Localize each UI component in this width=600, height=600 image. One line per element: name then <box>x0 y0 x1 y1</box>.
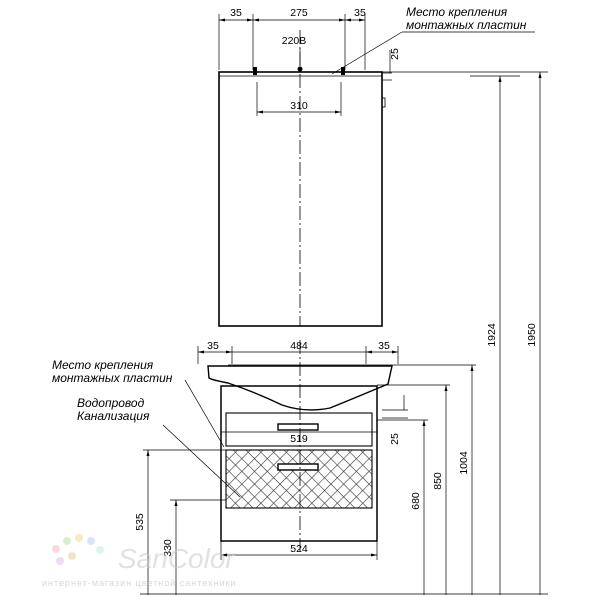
dim-mid-484: 484 <box>290 340 308 352</box>
top-drawer-handle <box>277 423 319 431</box>
note-mount-left-line2: монтажных пластин <box>52 371 173 385</box>
watermark-dot <box>52 545 60 553</box>
watermark-dot <box>63 537 71 545</box>
dim-height-330: 330 <box>162 539 174 557</box>
note-mount-top-line1: Место крепления <box>406 5 508 19</box>
vanity-dimension-lines <box>140 72 548 595</box>
dim-height-1924: 1924 <box>486 323 498 347</box>
dim-height-680: 680 <box>410 492 422 510</box>
dim-height-535: 535 <box>134 513 146 531</box>
dim-top-35-left: 35 <box>230 7 242 19</box>
note-water-line1: Водопровод <box>77 396 145 410</box>
dim-top-25: 25 <box>389 48 401 60</box>
bottom-drawer <box>225 449 373 509</box>
dim-vert-25: 25 <box>389 433 401 445</box>
dim-width-519: 519 <box>290 433 308 445</box>
dim-top-275: 275 <box>290 7 308 19</box>
watermark-tagline: интернет-магазин цветной сантехники <box>42 578 237 588</box>
dim-mid-35-right: 35 <box>378 340 390 352</box>
washbasin <box>207 365 393 411</box>
bottom-drawer-handle <box>277 463 319 471</box>
dim-height-850: 850 <box>432 472 444 490</box>
mirror-cabinet <box>218 30 386 327</box>
watermark-dot <box>87 537 95 545</box>
dim-height-1004: 1004 <box>458 451 470 475</box>
vanity-unit <box>207 340 393 555</box>
vanity-dimension-ticks <box>146 72 542 557</box>
watermark-dot <box>56 557 64 565</box>
mirror-cabinet-body <box>218 71 383 327</box>
socket-point <box>297 66 303 72</box>
watermark-dot <box>96 546 104 554</box>
dim-top-35-right: 35 <box>354 7 366 19</box>
dim-top-310: 310 <box>290 100 308 112</box>
vanity-body <box>220 385 378 542</box>
note-mount-top-line2: монтажных пластин <box>406 18 527 32</box>
note-water-line2: Канализация <box>77 409 150 423</box>
dim-width-524: 524 <box>290 543 308 555</box>
mirror-side-handle <box>381 97 386 108</box>
watermark-dot <box>75 534 83 542</box>
watermark-brand: SanColor <box>118 543 236 574</box>
watermark-dot <box>68 552 76 560</box>
sancolor-watermark: SanColor интернет-магазин цветной сантех… <box>42 534 237 588</box>
dim-height-1950: 1950 <box>526 323 538 347</box>
mount-plate-left <box>253 67 257 75</box>
top-dimension-ticks <box>219 18 365 114</box>
dim-mid-35-left: 35 <box>207 340 219 352</box>
top-drawer <box>225 412 373 447</box>
mount-plate-right <box>341 67 345 75</box>
dim-socket-220v: 220В <box>282 35 307 47</box>
note-mount-left-line1: Место крепления <box>52 358 154 372</box>
